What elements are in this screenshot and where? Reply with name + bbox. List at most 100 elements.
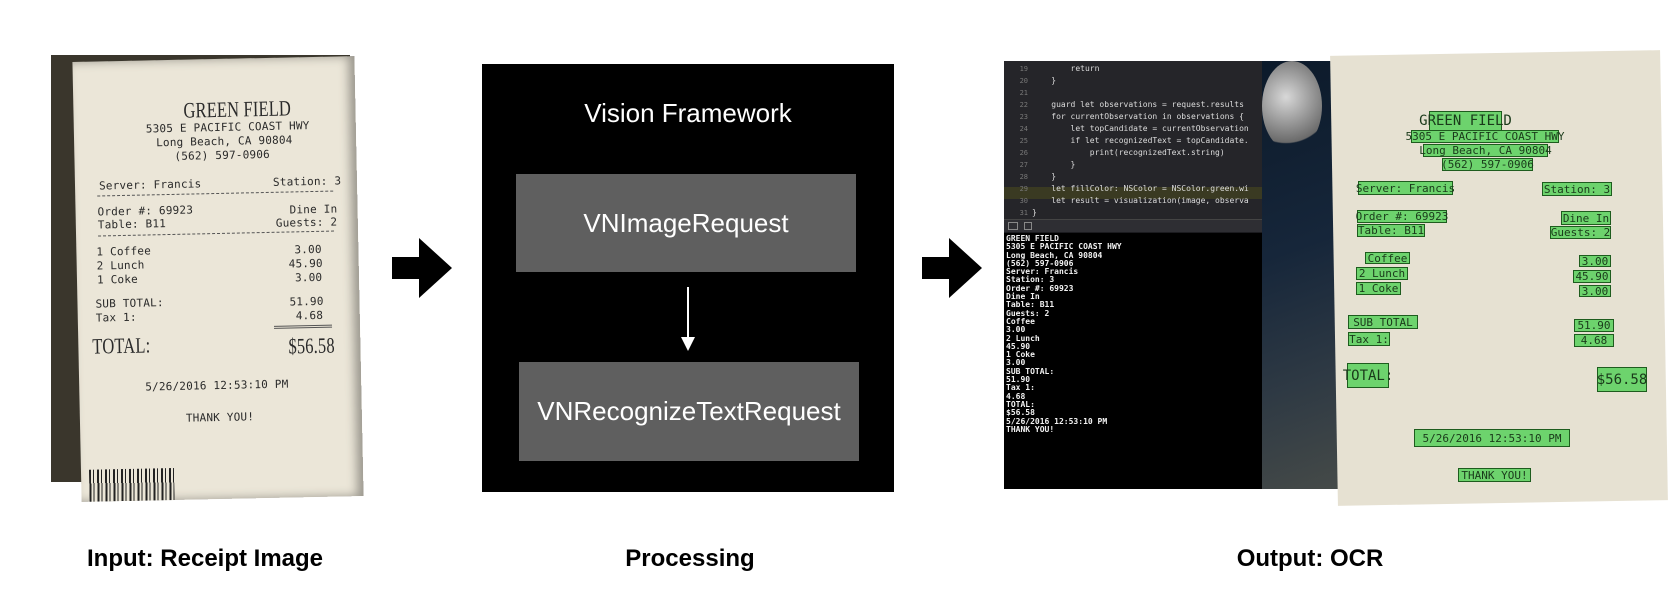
receipt-image: GREEN FIELD 5305 E PACIFIC COAST HWY Lon…: [51, 55, 364, 502]
annotated-receipt-photo: GREEN FIELD 5305 E PACIFIC COAST HWY Lon…: [1262, 50, 1668, 506]
receipt-guests: Guests: 2: [275, 215, 338, 230]
line-number: 23: [1019, 113, 1028, 121]
ocr-box-datetime: 5/26/2016 12:53:10 PM: [1414, 429, 1570, 447]
ocr-box-order: Order #: 69923: [1355, 210, 1449, 223]
receipt-tax-label: Tax 1:: [95, 310, 137, 325]
console-line: 4.68: [1006, 391, 1026, 401]
console-line: $56.58: [1006, 408, 1035, 418]
console-line: TOTAL:: [1006, 399, 1035, 409]
receipt-dine: Dine In: [289, 202, 338, 217]
line-number: 31: [1019, 209, 1028, 217]
receipt-item-label: 2 Lunch: [96, 258, 145, 273]
console-line: Station: 3: [1006, 275, 1055, 285]
right-arrow-icon: [922, 238, 982, 298]
ocr-box-thanks: THANK YOU!: [1458, 468, 1531, 482]
receipt-divider: [98, 230, 335, 237]
console-line: Coffee: [1006, 316, 1035, 326]
console-line: Guests: 2: [1006, 308, 1050, 318]
code-line: let fillColor: NSColor = NSColor.green.w…: [1032, 184, 1249, 193]
ocr-box-price: 3.00: [1579, 285, 1611, 297]
receipt-subtotal-label: SUB TOTAL:: [95, 296, 164, 311]
receipt-phone: (562) 597-0906: [174, 147, 271, 163]
code-line: }: [1032, 160, 1076, 169]
line-number: 28: [1019, 173, 1028, 181]
ocr-box-coke: 1 Coke: [1356, 282, 1401, 295]
line-number: 21: [1019, 89, 1028, 97]
ocr-box-guests: Guests: 2: [1550, 226, 1611, 239]
ocr-box-price: 45.90: [1573, 270, 1611, 283]
line-number: 26: [1019, 149, 1028, 157]
ocr-box-price: 3.00: [1579, 255, 1611, 267]
line-number: 27: [1019, 161, 1028, 169]
code-line: for currentObservation in observations {: [1032, 112, 1244, 121]
line-number: 24: [1019, 125, 1028, 133]
foil-ball: [1262, 61, 1322, 151]
console-line: 45.90: [1006, 341, 1031, 351]
ocr-box-address2: Long Beach, CA 90804: [1419, 144, 1552, 157]
code-line: guard let observations = request.results: [1032, 100, 1244, 109]
console-line: SUB TOTAL:: [1006, 366, 1055, 376]
ocr-box-tax: 4.68: [1574, 334, 1614, 347]
code-line: }: [1032, 172, 1057, 181]
caption-output: Output: OCR: [1236, 545, 1384, 572]
console-line: Dine In: [1006, 292, 1040, 302]
receipt-total-label: TOTAL:: [92, 332, 151, 359]
panel-title: Vision Framework: [584, 98, 792, 128]
receipt-server: Server: Francis: [98, 177, 202, 193]
receipt-item-label: 1 Coffee: [96, 244, 152, 259]
ocr-box-subtotal: 51.90: [1574, 319, 1614, 332]
ocr-box-station: Station: 3: [1542, 182, 1612, 196]
ocr-box-name: GREEN FIELD: [1419, 111, 1512, 131]
code-line: let result = visualization(image, observ…: [1032, 196, 1249, 205]
receipt-subtotal: 51.90: [289, 294, 324, 309]
right-arrow-icon: [392, 238, 452, 298]
code-line: }: [1032, 76, 1057, 85]
console-line: 51.90: [1006, 375, 1031, 385]
console-line: Table: B11: [1006, 300, 1055, 310]
console-line: THANK YOU!: [1006, 424, 1055, 434]
caption-input: Input: Receipt Image: [86, 545, 324, 572]
split-toggle-icon[interactable]: [1024, 222, 1032, 230]
line-number: 22: [1019, 101, 1028, 109]
ocr-box-total-label: TOTAL:: [1343, 363, 1393, 388]
panel-toggle-icon[interactable]: [1008, 222, 1018, 230]
ocr-box-total: $56.58: [1597, 367, 1647, 392]
line-number: 19: [1019, 65, 1028, 73]
code-line: let topCandidate = currentObservation: [1032, 124, 1249, 133]
code-line: print(recognizedText.string): [1032, 148, 1225, 157]
line-number: 20: [1019, 77, 1028, 85]
code-line: }: [1032, 208, 1037, 217]
console-line: 5305 E PACIFIC COAST HWY: [1006, 242, 1122, 252]
ocr-box-address1: 5305 E PACIFIC COAST HWY: [1405, 130, 1565, 143]
console-line: Tax 1:: [1006, 383, 1035, 393]
barcode: [88, 467, 175, 502]
receipt-paper: GREEN FIELD 5305 E PACIFIC COAST HWY Lon…: [72, 56, 364, 502]
receipt-tax: 4.68: [295, 308, 324, 323]
line-number: 29: [1019, 185, 1028, 193]
console-toolbar: [1004, 219, 1262, 232]
highlighted-line: [1004, 187, 1262, 199]
console-line: Server: Francis: [1006, 267, 1079, 277]
receipt-item-price: 3.00: [294, 242, 322, 257]
ocr-box-table: Table: B11: [1357, 224, 1425, 237]
code-line: if let recognizedText = topCandidate.: [1032, 136, 1249, 145]
ocr-box-tax-label: Tax 1:: [1348, 332, 1390, 346]
caption-processing: Processing: [625, 545, 755, 572]
console-line: 5/26/2016 12:53:10 PM: [1006, 416, 1108, 426]
receipt-item-label: 1 Coke: [96, 272, 139, 287]
step-vnrecognizetextrequest: VNRecognizeTextRequest: [519, 362, 859, 461]
ocr-box-coffee: Coffee: [1365, 252, 1410, 264]
step-vnimagerequest: VNImageRequest: [516, 174, 856, 272]
console-line: Long Beach, CA 90804: [1006, 250, 1103, 260]
receipt-table: Table: B11: [97, 217, 167, 232]
ocr-box-dine: Dine In: [1561, 211, 1611, 225]
console-line: 3.00: [1006, 325, 1026, 335]
console-line: Order #: 69923: [1006, 283, 1074, 293]
receipt-thanks: THANK YOU!: [185, 410, 255, 425]
receipt-item-price: 45.90: [288, 256, 323, 271]
receipt-order: Order #: 69923: [97, 203, 194, 219]
ocr-box-phone: (562) 597-0906: [1441, 158, 1534, 171]
